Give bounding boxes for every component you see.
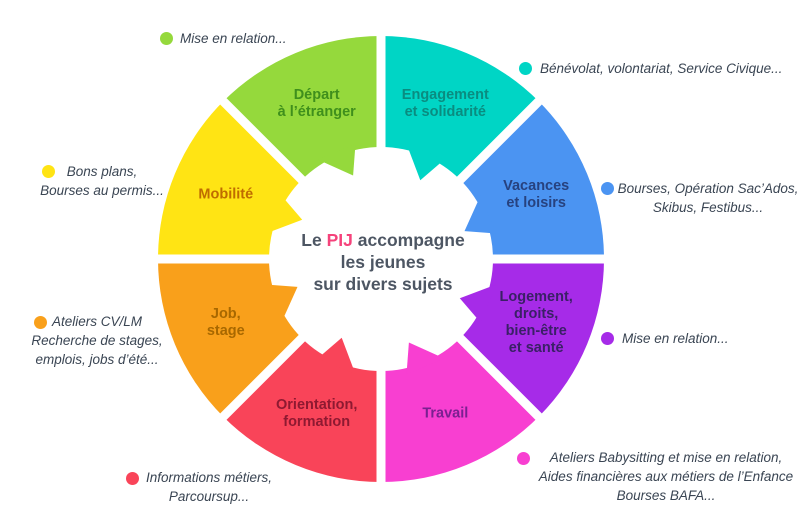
center-line-2: les jeunes bbox=[340, 252, 426, 272]
center-prefix: Le bbox=[301, 230, 322, 250]
center-line-1: Le PIJ accompagne bbox=[301, 229, 464, 251]
segment-pointer-travail bbox=[406, 342, 445, 375]
segment-pointer-depart-a-letranger bbox=[317, 143, 356, 176]
center-hub bbox=[269, 147, 493, 371]
center-line-3: sur divers sujets bbox=[313, 274, 453, 294]
segment-pointer-logement-droits-bien-etre-et-sante bbox=[459, 284, 497, 323]
center-pij-highlight: PIJ bbox=[326, 230, 353, 250]
segment-pointer-engagement-et-solidarite bbox=[406, 143, 445, 181]
segment-pointer-job-stage bbox=[265, 284, 298, 323]
segment-pointer-vacances-et-loisirs bbox=[464, 195, 497, 234]
center-text: Le PIJ accompagne les jeunes sur divers … bbox=[301, 229, 464, 295]
segment-pointer-orientation-formation bbox=[317, 337, 356, 375]
center-suffix: accompagne bbox=[357, 230, 465, 250]
segment-pointer-mobilite bbox=[265, 195, 303, 234]
